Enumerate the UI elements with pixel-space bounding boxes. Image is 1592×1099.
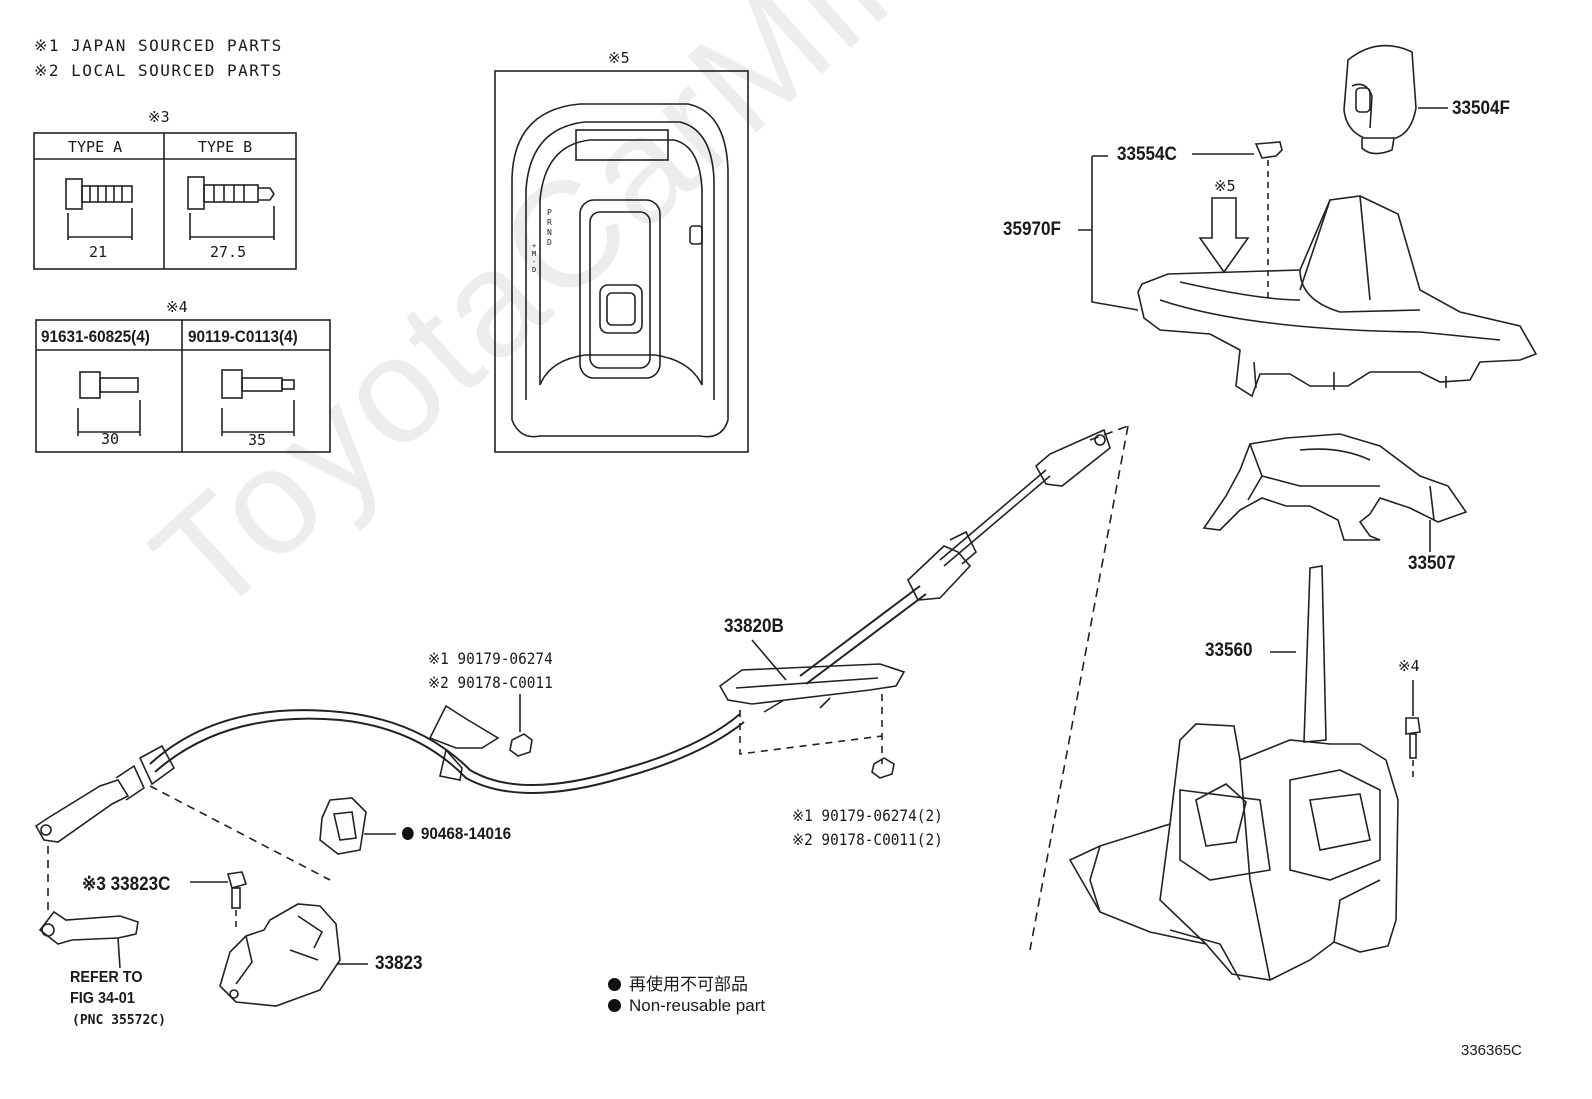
label-33823c: ※3 33823C [82, 874, 171, 895]
table3-marker: ※3 [148, 108, 170, 126]
table4-marker: ※4 [166, 298, 188, 316]
table3-dim-a: 21 [89, 243, 108, 261]
shift-boot-console-icon [1137, 195, 1538, 398]
bezel-33507-icon [1202, 433, 1468, 552]
inset5-frame [494, 70, 749, 453]
figure-code: 336365C [1461, 1042, 1522, 1059]
nut-retainer-icon [871, 757, 895, 779]
bolt-shifter-icon [1405, 680, 1421, 780]
label-33560: 33560 [1205, 640, 1253, 661]
gear-indicator-prnd: P R N D [547, 208, 552, 247]
label-nut2-japan: ※1 90179-06274(2) [792, 806, 943, 825]
refer-to-line1: REFER TO [70, 969, 143, 986]
arrow-down-icon [1198, 197, 1250, 274]
table4-frame [35, 319, 331, 453]
shift-knob-icon [1343, 44, 1448, 155]
gear-indicator-manual: + M - D [532, 242, 537, 274]
table3-frame [33, 132, 297, 270]
table4-col1-part: 91631-60825(4) [41, 327, 150, 346]
refer-to-line2: FIG 34-01 [70, 990, 135, 1007]
bolt-type-b-icon [187, 176, 275, 240]
bolt-90119-icon [221, 369, 295, 436]
shifter-assembly-icon [1068, 565, 1399, 981]
table3-dim-b: 27.5 [210, 243, 247, 261]
label-marker5-arrow: ※5 [1214, 177, 1236, 195]
label-33554c: 33554C [1117, 144, 1177, 165]
legend-jp-text: 再使用不可部品 [629, 975, 748, 994]
label-nut2-local: ※2 90178-C0011(2) [792, 830, 943, 849]
inset5-marker: ※5 [608, 49, 630, 67]
label-90468-text: 90468-14016 [420, 824, 512, 843]
refer-to-line3: (PNC 35572C) [72, 1013, 166, 1028]
clip-33554c-icon [1254, 141, 1283, 159]
bolt-91631-icon [77, 371, 141, 436]
legend-en-text: Non-reusable part [629, 996, 766, 1015]
shift-lever-arm-icon [38, 910, 139, 969]
table4-col2-part: 90119-C0113(4) [188, 327, 298, 346]
bracket-33823-icon [219, 903, 341, 1007]
label-33507: 33507 [1408, 553, 1456, 574]
non-reusable-dot-icon [402, 827, 414, 840]
legend-dot-en-icon [608, 999, 621, 1012]
table3-type-b: TYPE B [198, 138, 253, 156]
clip-90468-icon [319, 797, 367, 855]
label-35970f: 35970F [1003, 219, 1062, 240]
label-nut-local: ※2 90178-C0011 [428, 673, 553, 692]
table3-type-a: TYPE A [68, 138, 123, 156]
legend-en: Non-reusable part [608, 996, 765, 1016]
legend-jp: 再使用不可部品 [608, 970, 748, 995]
shift-cable-icon [34, 428, 1111, 843]
label-33504f: 33504F [1452, 98, 1511, 119]
label-nut-japan: ※1 90179-06274 [428, 649, 553, 668]
bolt-type-a-icon [65, 178, 133, 240]
console-panel-icon [511, 103, 729, 438]
table4-dim1: 30 [101, 430, 120, 448]
nut-icon [509, 733, 533, 757]
note-local-sourced: ※2 LOCAL SOURCED PARTS [34, 61, 283, 80]
legend-dot-jp-icon [608, 978, 621, 991]
cable-retainer-33820b-icon [718, 663, 906, 713]
label-33820b: 33820B [724, 616, 784, 637]
label-90468-14016: 90468-14016 [402, 824, 511, 844]
table4-dim2: 35 [248, 431, 267, 449]
note-japan-sourced: ※1 JAPAN SOURCED PARTS [34, 36, 283, 55]
label-33823: 33823 [375, 953, 423, 974]
bolt-33823c-icon [190, 871, 248, 930]
label-marker4-bolt: ※4 [1398, 657, 1420, 675]
